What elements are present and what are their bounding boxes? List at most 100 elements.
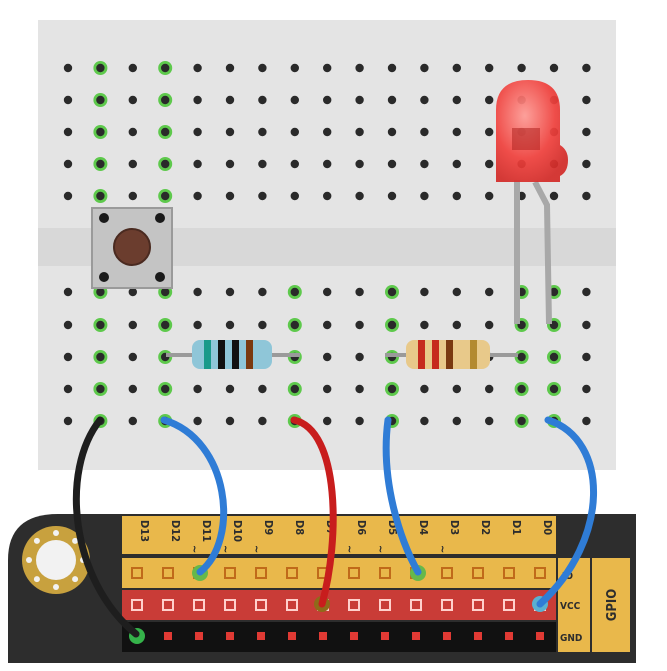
- vcc-pin[interactable]: [162, 599, 174, 611]
- vcc-pin[interactable]: [441, 599, 453, 611]
- vcc-pin[interactable]: [348, 599, 360, 611]
- push-button-cap-icon[interactable]: [113, 228, 151, 266]
- vcc-pin[interactable]: [410, 599, 422, 611]
- io-pin[interactable]: [255, 567, 267, 579]
- vcc-pin[interactable]: [472, 599, 484, 611]
- gnd-pin[interactable]: [257, 632, 265, 640]
- vcc-pin[interactable]: [379, 599, 391, 611]
- breadboard-hole: [193, 416, 202, 426]
- gnd-pin[interactable]: [381, 632, 389, 640]
- breadboard-hole: [193, 191, 202, 201]
- vcc-pin[interactable]: [131, 599, 143, 611]
- breadboard-hole: [355, 287, 364, 297]
- breadboard-hole: [258, 384, 267, 394]
- breadboard-hole: [485, 320, 494, 330]
- breadboard-hole: [387, 287, 397, 297]
- breadboard-hole: [355, 95, 364, 105]
- io-pin[interactable]: [503, 567, 515, 579]
- breadboard-hole: [420, 416, 429, 426]
- breadboard-hole: [387, 159, 397, 169]
- io-pin[interactable]: [224, 567, 236, 579]
- breadboard-hole: [193, 95, 202, 105]
- breadboard-hole: [96, 320, 105, 330]
- breadboard-hole: [290, 159, 299, 169]
- mounting-dot: [72, 576, 79, 583]
- io-pin[interactable]: [441, 567, 453, 579]
- vcc-pin[interactable]: [255, 599, 267, 611]
- push-button-pin: [155, 272, 165, 282]
- vcc-pin[interactable]: [193, 599, 205, 611]
- wire-black[interactable]: [72, 416, 140, 638]
- breadboard-hole: [387, 95, 397, 105]
- resistor-band: [432, 340, 439, 369]
- gnd-pin[interactable]: [164, 632, 172, 640]
- resistor-blue: [166, 340, 300, 369]
- io-pin[interactable]: [379, 567, 391, 579]
- gnd-label: GND: [560, 633, 582, 644]
- io-pin[interactable]: [286, 567, 298, 579]
- breadboard-hole: [161, 95, 170, 105]
- breadboard-hole: [387, 191, 397, 201]
- breadboard-hole: [161, 127, 170, 137]
- breadboard-hole: [63, 416, 73, 426]
- breadboard-hole: [549, 191, 559, 201]
- resistor-band: [232, 340, 239, 369]
- breadboard-hole: [193, 287, 202, 297]
- breadboard-hole: [420, 384, 429, 394]
- io-pin[interactable]: [348, 567, 360, 579]
- breadboard-hole: [323, 127, 332, 137]
- gnd-pin[interactable]: [412, 632, 420, 640]
- breadboard-hole: [193, 384, 202, 394]
- breadboard-hole: [96, 384, 105, 394]
- breadboard-hole: [290, 287, 299, 297]
- wire-blue-d11[interactable]: [160, 416, 228, 576]
- wire-red-d7[interactable]: [290, 416, 337, 608]
- gnd-pin[interactable]: [350, 632, 358, 640]
- jumper-wires: [72, 416, 598, 638]
- breadboard-hole: [128, 287, 137, 297]
- pwm-mark: ~: [188, 545, 201, 553]
- mounting-dot: [53, 584, 59, 590]
- breadboard-hole: [193, 127, 202, 137]
- breadboard-hole: [63, 127, 73, 137]
- io-pin[interactable]: [534, 567, 546, 579]
- breadboard-hole: [128, 159, 137, 169]
- gnd-pin[interactable]: [288, 632, 296, 640]
- breadboard-hole: [225, 320, 235, 330]
- breadboard-hole: [96, 159, 105, 169]
- gnd-pin[interactable]: [226, 632, 234, 640]
- resistor-band: [470, 340, 477, 369]
- gnd-pin[interactable]: [319, 632, 327, 640]
- gnd-pin[interactable]: [505, 632, 513, 640]
- resistor-band: [204, 340, 211, 369]
- gpio-label: GPIO: [605, 589, 620, 622]
- breadboard-hole: [387, 63, 397, 73]
- vcc-pin[interactable]: [286, 599, 298, 611]
- gnd-pin[interactable]: [195, 632, 203, 640]
- breadboard-hole: [355, 352, 364, 362]
- breadboard-hole: [128, 95, 137, 105]
- breadboard-hole: [582, 191, 591, 201]
- breadboard-hole: [582, 287, 591, 297]
- breadboard-hole: [582, 352, 591, 362]
- breadboard-hole: [323, 95, 332, 105]
- vcc-pin[interactable]: [503, 599, 515, 611]
- breadboard-hole: [225, 416, 235, 426]
- wire-blue-d0-vcc[interactable]: [536, 416, 598, 608]
- gnd-pin[interactable]: [474, 632, 482, 640]
- breadboard-hole: [355, 159, 364, 169]
- breadboard-hole: [225, 384, 235, 394]
- breadboard-hole: [63, 352, 73, 362]
- breadboard-hole: [225, 159, 235, 169]
- breadboard-hole: [258, 127, 267, 137]
- io-pin[interactable]: [472, 567, 484, 579]
- wire-blue-d4[interactable]: [382, 416, 422, 576]
- gnd-pin[interactable]: [536, 632, 544, 640]
- io-pin[interactable]: [162, 567, 174, 579]
- pwm-mark: ~: [436, 545, 449, 553]
- gnd-pin[interactable]: [443, 632, 451, 640]
- vcc-pin[interactable]: [224, 599, 236, 611]
- io-pin[interactable]: [131, 567, 143, 579]
- push-button[interactable]: [91, 207, 173, 289]
